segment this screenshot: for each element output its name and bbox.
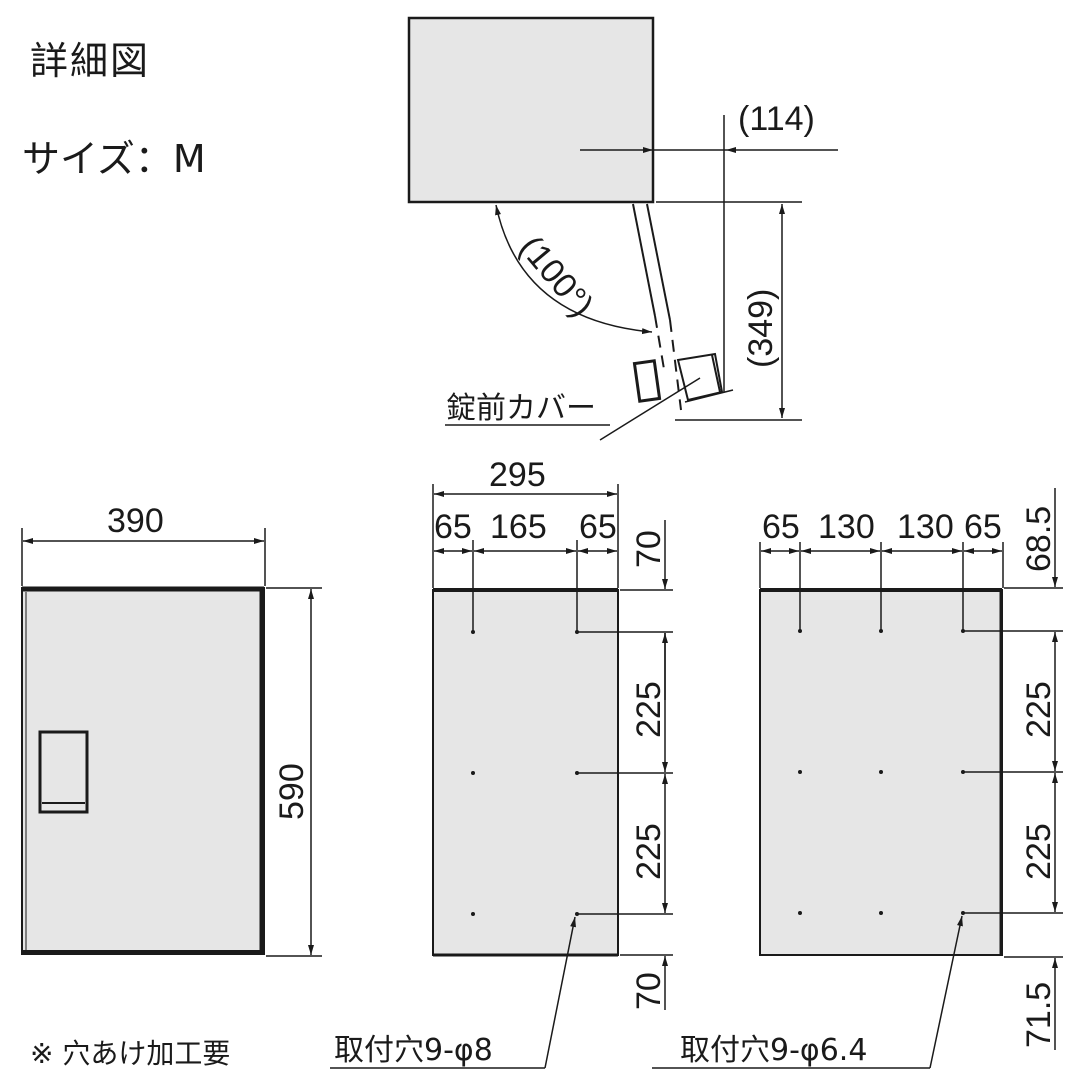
rear-a-h-seg-2: 165 [490, 508, 547, 546]
rear-a-v-seg-2: 225 [630, 681, 668, 738]
page-title: 詳細図 [30, 39, 151, 83]
rear-b-h-seg-3: 130 [897, 508, 954, 546]
size-label: サイズ：M [22, 137, 206, 181]
front-width-dimension: 390 [107, 502, 164, 540]
rear-a-hole-callout: 取付穴9-φ8 [334, 1033, 493, 1068]
rear-view-a [330, 484, 673, 1069]
rear-a-h-seg-1: 65 [434, 508, 472, 546]
top-view [407, 16, 838, 441]
rear-view-b [652, 488, 1063, 1069]
rear-b-v-seg-1: 68.5 [1020, 506, 1058, 572]
rear-a-v-seg-4: 70 [630, 972, 668, 1010]
opening-angle-dimension: (100°) [512, 229, 601, 325]
front-height-dimension: 590 [273, 763, 311, 820]
rear-a-v-seg-3: 225 [630, 823, 668, 880]
front-view [21, 528, 322, 957]
rear-b-h-seg-2: 130 [818, 508, 875, 546]
rear-a-v-seg-1: 70 [630, 530, 668, 568]
rear-b-hole-callout: 取付穴9-φ6.4 [680, 1033, 867, 1068]
swing-depth-dimension: (349) [742, 289, 780, 368]
rear-a-h-seg-3: 65 [579, 508, 617, 546]
drilling-note: ※ 穴あけ加工要 [30, 1037, 231, 1070]
door-offset-dimension: (114) [738, 100, 815, 138]
rear-b-h-seg-1: 65 [762, 508, 800, 546]
lock-cover-label: 錠前カバー [446, 391, 596, 426]
rear-b-v-seg-2: 225 [1020, 681, 1058, 738]
rear-b-h-seg-4: 65 [964, 508, 1002, 546]
rear-b-v-seg-3: 225 [1020, 823, 1058, 880]
rear-a-total-width: 295 [489, 456, 546, 494]
rear-b-v-seg-4: 71.5 [1020, 982, 1058, 1048]
